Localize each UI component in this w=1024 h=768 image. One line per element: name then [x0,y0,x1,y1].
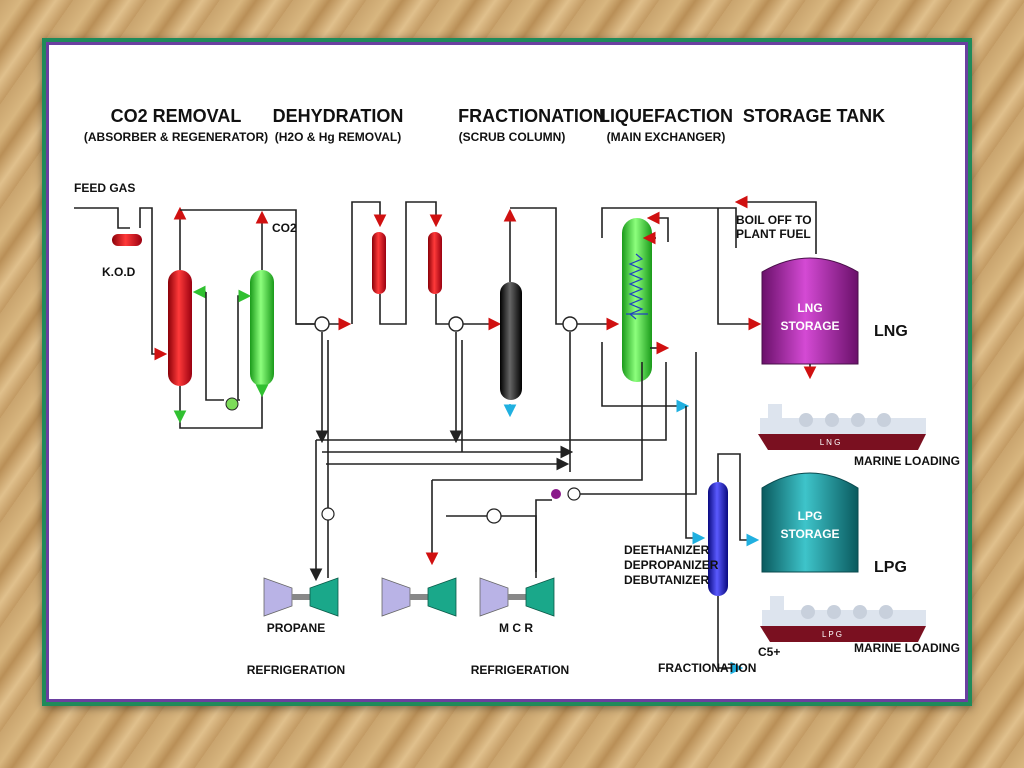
exchanger-2-icon [448,316,464,332]
mcr-loop-line [432,362,643,481]
co2-removal-subtitle: (ABSORBER & REGENERATOR) [84,130,268,144]
feed-gas-line [74,207,130,229]
co2-removal-title: CO2 REMOVAL [111,106,242,126]
to-scrub-column-line [435,294,502,331]
co2-label: CO2 [272,221,297,235]
lng-tank-label-1: LNG [797,301,822,315]
dehy-crossover-line [379,201,443,325]
liquefaction-subtitle: (MAIN EXCHANGER) [607,130,726,144]
lng-process-diagram: CO2 REMOVAL (ABSORBER & REGENERATOR) DEH… [74,106,960,677]
storage-tank-title: STORAGE TANK [743,106,885,126]
to-main-exchanger-line [510,207,620,331]
lng-tank-label-2: STORAGE [780,319,839,333]
boil-off-label-2: PLANT FUEL [736,227,811,241]
co2-regenerator-vessel [250,270,274,386]
amine-pump-icon [225,397,239,411]
dehy-inlet-line [351,201,387,324]
lpg-ship-text: L P G [822,630,842,639]
column-label-deethanizer: DEETHANIZER [624,543,710,557]
fractionation-column-vessel [708,482,728,596]
lpg-storage-tank [761,472,859,573]
mcr-valve-icon [567,487,581,501]
refrigeration-label-1: REFRIGERATION [247,663,345,677]
scrub-column-vessel [500,282,522,400]
mcr-label: M C R [499,621,533,635]
fractionation-subtitle: (SCRUB COLUMN) [459,130,566,144]
to-fractionation-line [685,406,706,545]
propane-valve-icon [321,507,335,521]
mcr-compressor-link [446,515,537,572]
diagram-frame: CO2 REMOVAL (ABSORBER & REGENERATOR) DEH… [42,38,972,706]
lng-out-top-line [601,207,737,248]
dehydrator-vessel-2 [428,232,442,294]
amine-bottom-line [179,386,263,429]
lpg-ship-icon [760,596,926,642]
kod-outlet-line [139,207,168,361]
lng-label: LNG [874,323,908,340]
propane-compressor-icon [263,577,339,617]
to-lpg-storage-line [717,453,760,547]
refrigeration-label-2: REFRIGERATION [471,663,569,677]
lng-storage-tank [761,257,859,365]
exchanger-3-icon [562,316,578,332]
lpg-label: LPG [874,559,907,576]
mcr-compressor-outlet [535,499,552,578]
boil-off-label-1: BOIL OFF TO [736,213,812,227]
column-label-debutanizer: DEBUTANIZER [624,573,709,587]
mcr-compressor-1-icon [381,577,457,617]
marine-loading-label-2: MARINE LOADING [854,641,960,655]
absorber-gas-line [180,209,318,325]
propane-label: PROPANE [267,621,325,635]
column-label-depropanizer: DEPROPANIZER [624,558,719,572]
lng-ship-text: L N G [820,438,841,447]
lng-ship-icon [758,404,926,450]
kod-label: K.O.D [102,265,136,279]
dehydration-title: DEHYDRATION [273,106,404,126]
mcr-to-exchanger-line [582,362,667,441]
scrub-liquid-line [601,342,690,413]
main-exchanger-vessel [622,218,652,382]
feed-gas-label: FEED GAS [74,181,135,195]
exchanger-coil-icon [628,253,644,320]
dehydration-subtitle: (H2O & Hg REMOVAL) [275,130,401,144]
fractionation-title: FRACTIONATION [458,106,606,126]
mcr-control-icon [551,489,561,499]
dehydrator-vessel-1 [372,232,386,294]
mcr-expander-icon [486,508,502,524]
lpg-tank-label-2: STORAGE [780,527,839,541]
exchanger-1-icon [314,316,330,332]
mcr-return-line [580,352,697,495]
boil-off-line [734,195,817,254]
fractionation-bottom-label: FRACTIONATION [658,661,756,675]
mcr-top-loop [646,211,669,242]
to-lng-storage-line [717,208,762,331]
mcr-compressor-2-icon [479,577,555,617]
liquefaction-title: LIQUEFACTION [599,106,733,126]
lpg-tank-label-1: LPG [798,509,823,523]
c5-outlet-line [717,596,744,675]
amine-loop-right [237,289,252,401]
kod-vessel [112,234,142,246]
marine-loading-label-1: MARINE LOADING [854,454,960,468]
c5-label: C5+ [758,645,780,659]
amine-loop-left [205,292,224,401]
co2-absorber-vessel [168,270,192,386]
